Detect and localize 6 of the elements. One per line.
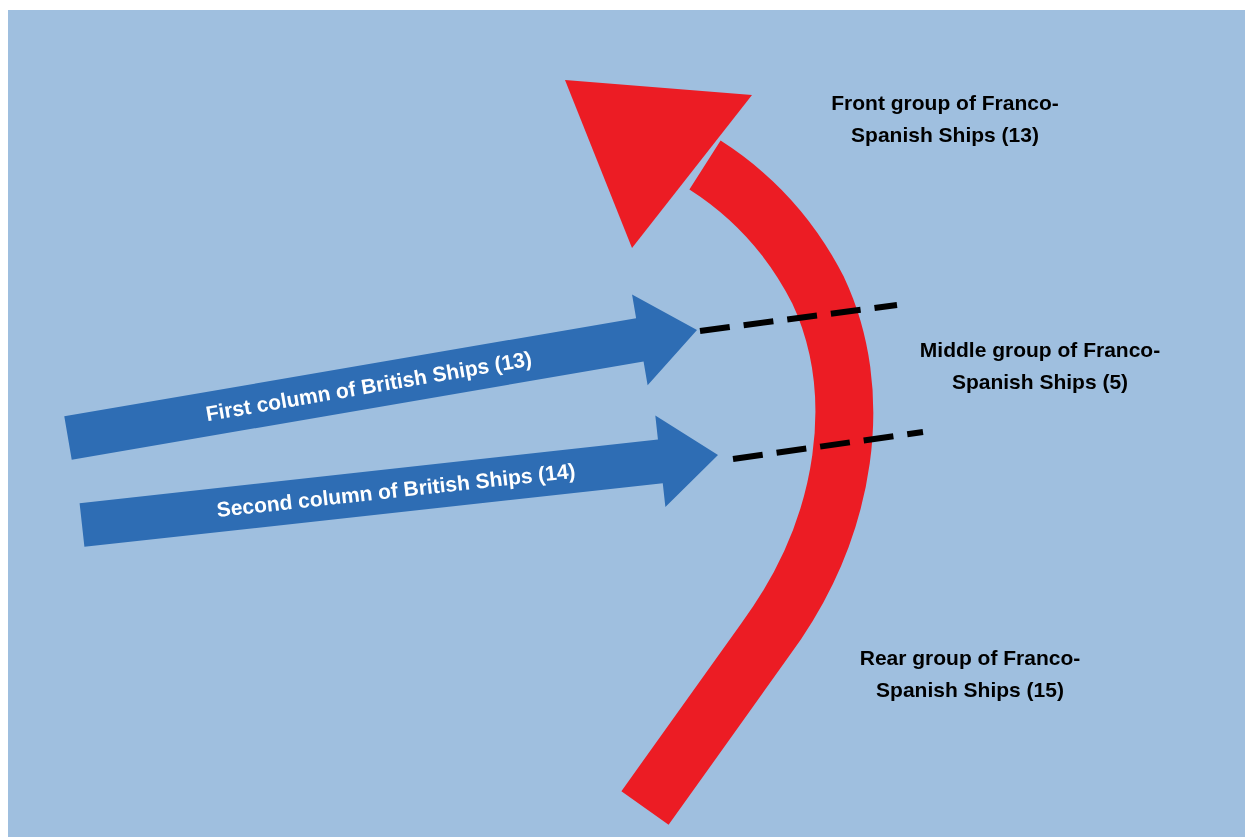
group-label: Front group of Franco-Spanish Ships (13) [830,90,1060,148]
group-label: Middle group of Franco-Spanish Ships (5) [918,337,1162,395]
arrow-shape [64,294,697,460]
arrow-label: First column of British Ships (13) [203,345,534,428]
arrow-label: Second column of British Ships (14) [215,457,577,524]
group-label: Rear group of Franco-Spanish Ships (15) [858,645,1082,703]
